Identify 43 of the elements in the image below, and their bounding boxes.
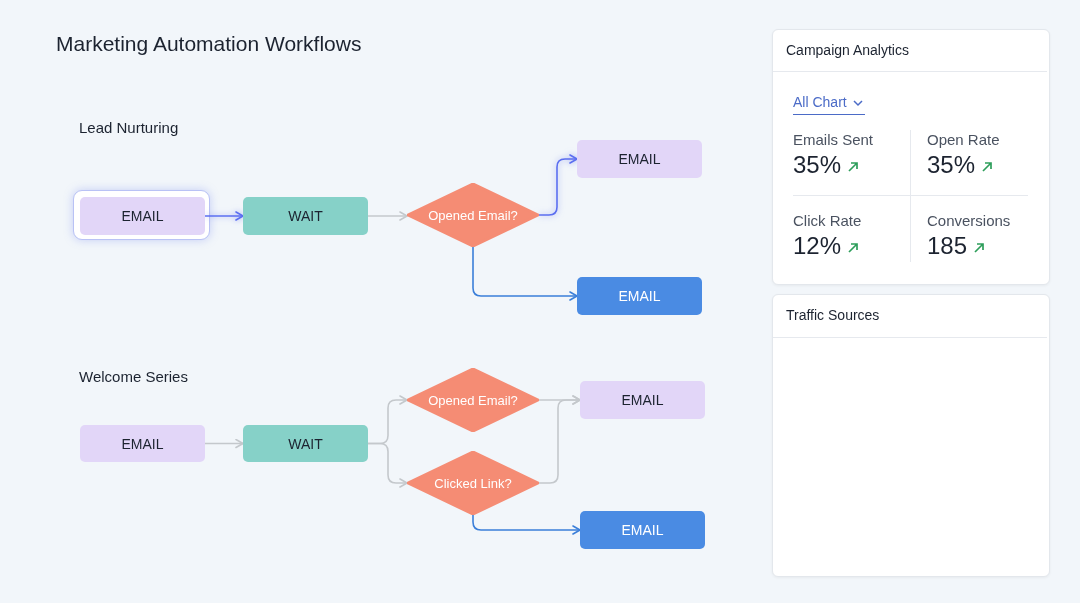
- process-box: [580, 511, 705, 549]
- node-label: WAIT: [288, 208, 323, 224]
- card-title: Campaign Analytics: [786, 42, 909, 58]
- node-label: EMAIL: [621, 392, 664, 408]
- section-heading: Welcome Series: [79, 368, 188, 385]
- node-label: WAIT: [288, 435, 323, 452]
- node-label: EMAIL: [121, 208, 164, 224]
- node-label: Opened Email?: [428, 207, 518, 223]
- arrow: [204, 211, 244, 221]
- process-box: [80, 197, 205, 235]
- metric-label: Emails Sent: [793, 131, 874, 148]
- process-box: [577, 140, 702, 178]
- dropdown-button: All Chart: [793, 94, 865, 115]
- metric-label: Click Rate: [793, 212, 862, 229]
- metric-value: 12%: [793, 232, 842, 260]
- arrow: [538, 154, 578, 216]
- arrow: [472, 246, 578, 301]
- arrow: [204, 438, 244, 449]
- metric-label: Conversions: [927, 212, 1011, 229]
- metric-value: 35%: [927, 151, 976, 179]
- decision-diamond: [407, 183, 539, 247]
- metric-value: 185: [927, 232, 968, 260]
- arrow: [538, 395, 581, 484]
- arrow: [367, 211, 408, 221]
- arrow: [367, 442, 408, 488]
- section-heading: Lead Nurturing: [79, 119, 179, 136]
- node-label: EMAIL: [618, 151, 661, 167]
- metric-value: 35%: [793, 151, 842, 179]
- diagram-title: Marketing Automation Workflows: [56, 32, 362, 56]
- process-box: [80, 425, 205, 462]
- node-label: EMAIL: [621, 522, 664, 538]
- process-box: [243, 425, 368, 462]
- card-title: Traffic Sources: [786, 307, 880, 323]
- node-label: EMAIL: [618, 288, 661, 304]
- decision-diamond: [407, 451, 539, 515]
- node-label: Opened Email?: [428, 392, 518, 408]
- decision-diamond: [407, 368, 539, 432]
- node-label: Clicked Link?: [434, 475, 512, 491]
- process-box: [243, 197, 368, 235]
- metric-label: Open Rate: [927, 131, 1000, 148]
- process-box: [580, 381, 705, 419]
- node-label: EMAIL: [121, 435, 164, 452]
- process-box: [577, 277, 702, 315]
